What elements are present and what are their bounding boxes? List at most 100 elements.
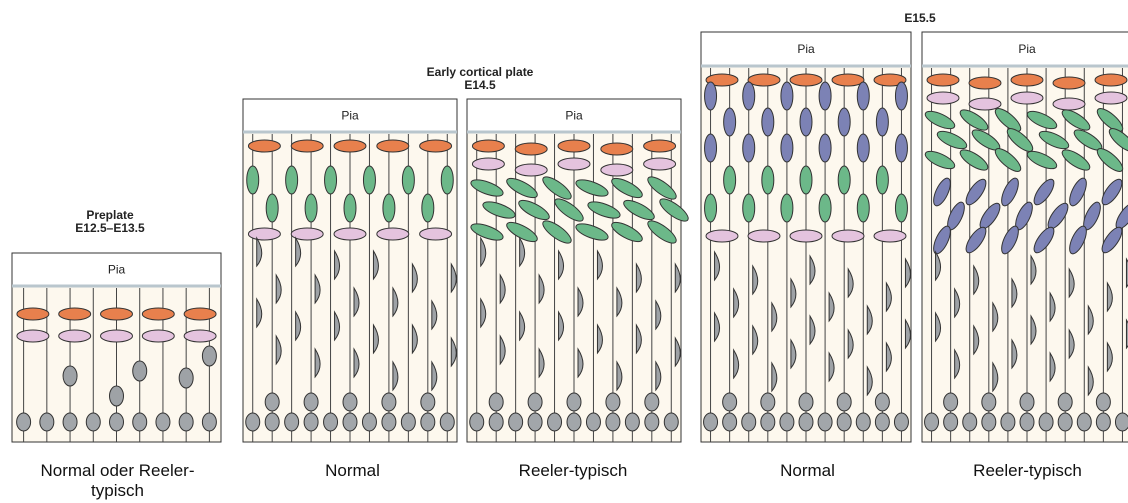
subplate-neuron bbox=[874, 230, 906, 242]
subplate-neuron bbox=[184, 330, 216, 342]
cortical-plate-neuron bbox=[838, 166, 850, 194]
cortical-plate-neuron-late bbox=[781, 82, 793, 110]
cortical-plate-neuron-late bbox=[876, 108, 888, 136]
subplate-neuron bbox=[601, 164, 633, 176]
cortical-plate-neuron bbox=[344, 194, 356, 222]
progenitor-cell bbox=[606, 393, 620, 411]
progenitor-cell bbox=[489, 413, 503, 431]
cortical-plate-neuron bbox=[363, 166, 375, 194]
progenitor-cell bbox=[856, 413, 870, 431]
progenitor-cell bbox=[304, 393, 318, 411]
cortical-plate-neuron bbox=[247, 166, 259, 194]
cortical-plate-neuron bbox=[819, 194, 831, 222]
stage-title-early-line2: E14.5 bbox=[380, 79, 580, 92]
cortical-plate-neuron bbox=[876, 166, 888, 194]
cortical-plate-neuron-late bbox=[743, 82, 755, 110]
progenitor-cell bbox=[894, 413, 908, 431]
cortical-plate-neuron bbox=[441, 166, 453, 194]
cortical-plate-neuron bbox=[857, 194, 869, 222]
cortical-plate-neuron bbox=[422, 194, 434, 222]
progenitor-cell bbox=[1096, 393, 1110, 411]
caption-panel-1: Normal oder Reeler-typisch bbox=[20, 461, 215, 501]
progenitor-cell bbox=[875, 393, 889, 411]
subplate-neuron bbox=[515, 164, 547, 176]
cortical-plate-neuron bbox=[305, 194, 317, 222]
stage-title-e155-line1: E15.5 bbox=[870, 12, 970, 25]
subplate-neuron bbox=[1053, 98, 1085, 110]
subplate-neuron bbox=[1011, 92, 1043, 104]
cortical-plate-neuron-late bbox=[819, 134, 831, 162]
cortical-plate-neuron-late bbox=[781, 134, 793, 162]
progenitor-cell bbox=[246, 413, 260, 431]
cortical-plate-neuron bbox=[266, 194, 278, 222]
migrating-neuron bbox=[110, 386, 124, 406]
stage-title-early-cortical-plate: Early cortical plate E14.5 bbox=[380, 66, 580, 92]
progenitor-cell bbox=[110, 413, 124, 431]
panel-5: Pia bbox=[922, 32, 1128, 442]
progenitor-cell bbox=[742, 413, 756, 431]
migrating-neuron bbox=[179, 368, 193, 388]
subplate-neuron bbox=[377, 228, 409, 240]
subplate-neuron bbox=[472, 158, 504, 170]
cortical-plate-neuron bbox=[800, 166, 812, 194]
subplate-neuron bbox=[558, 158, 590, 170]
progenitor-cell bbox=[548, 413, 562, 431]
progenitor-cell bbox=[780, 413, 794, 431]
progenitor-cell bbox=[202, 413, 216, 431]
progenitor-cell bbox=[567, 413, 581, 431]
subplate-neuron bbox=[748, 230, 780, 242]
pia-label: Pia bbox=[108, 263, 126, 277]
subplate-neuron bbox=[420, 228, 452, 240]
cajal-retzius-neuron bbox=[1053, 77, 1085, 89]
cortical-plate-neuron-late bbox=[743, 134, 755, 162]
progenitor-cell bbox=[1001, 413, 1015, 431]
cajal-retzius-neuron bbox=[558, 140, 590, 152]
cajal-retzius-neuron bbox=[1095, 74, 1127, 86]
progenitor-cell bbox=[645, 413, 659, 431]
progenitor-cell bbox=[586, 413, 600, 431]
progenitor-cell bbox=[875, 413, 889, 431]
subplate-neuron bbox=[142, 330, 174, 342]
cortical-plate-neuron bbox=[705, 194, 717, 222]
caption-panel-4: Normal bbox=[705, 461, 910, 481]
subplate-neuron bbox=[1095, 92, 1127, 104]
progenitor-cell bbox=[704, 413, 718, 431]
progenitor-cell bbox=[17, 413, 31, 431]
progenitor-cell bbox=[761, 393, 775, 411]
migrating-neuron bbox=[63, 366, 77, 386]
cortical-plate-neuron-late bbox=[819, 82, 831, 110]
progenitor-cell bbox=[1020, 393, 1034, 411]
stage-title-preplate-line2: E12.5–E13.5 bbox=[55, 222, 165, 235]
progenitor-cell bbox=[156, 413, 170, 431]
subplate-neuron bbox=[969, 98, 1001, 110]
progenitor-cell bbox=[1039, 413, 1053, 431]
subplate-neuron bbox=[927, 92, 959, 104]
subplate-neuron bbox=[248, 228, 280, 240]
cajal-retzius-neuron bbox=[59, 308, 91, 320]
subplate-neuron bbox=[644, 158, 676, 170]
progenitor-cell bbox=[664, 413, 678, 431]
cajal-retzius-neuron bbox=[377, 140, 409, 152]
progenitor-cell bbox=[343, 413, 357, 431]
progenitor-cell bbox=[723, 413, 737, 431]
progenitor-cell bbox=[818, 413, 832, 431]
progenitor-cell bbox=[944, 393, 958, 411]
caption-panel-2: Normal bbox=[250, 461, 455, 481]
pia-label: Pia bbox=[341, 109, 359, 123]
progenitor-cell bbox=[382, 393, 396, 411]
progenitor-cell bbox=[133, 413, 147, 431]
cortical-plate-neuron-late bbox=[857, 134, 869, 162]
panel-1: Pia bbox=[12, 253, 221, 442]
pia-label: Pia bbox=[565, 109, 583, 123]
cortical-plate-neuron-late bbox=[857, 82, 869, 110]
progenitor-cell bbox=[179, 413, 193, 431]
progenitor-cell bbox=[1077, 413, 1091, 431]
progenitor-cell bbox=[799, 393, 813, 411]
cortical-plate-neuron bbox=[743, 194, 755, 222]
progenitor-cell bbox=[421, 413, 435, 431]
cajal-retzius-neuron bbox=[472, 140, 504, 152]
progenitor-cell bbox=[963, 413, 977, 431]
progenitor-cell bbox=[265, 413, 279, 431]
cajal-retzius-neuron bbox=[644, 140, 676, 152]
progenitor-cell bbox=[837, 393, 851, 411]
